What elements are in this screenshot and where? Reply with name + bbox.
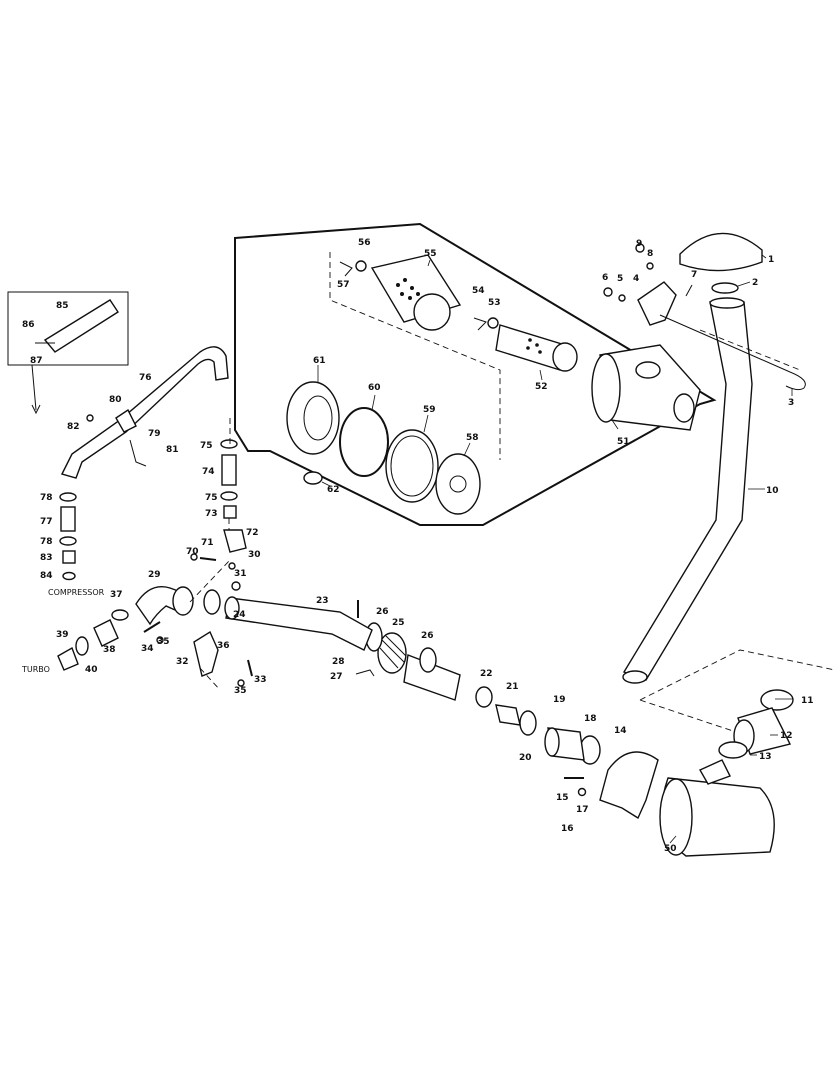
callout-32: 32 [176, 657, 189, 667]
callout-5: 5 [617, 274, 623, 284]
callout-77: 77 [40, 517, 53, 527]
callout-34: 34 [141, 644, 154, 654]
callout-labels: 1 2 3 4 5 6 7 8 9 10 11 12 13 14 15 16 1… [21, 238, 814, 854]
callout-72: 72 [246, 528, 259, 538]
callout-82: 82 [67, 422, 80, 432]
callout-37: 37 [110, 590, 123, 600]
callout-76: 76 [139, 373, 152, 383]
callout-10: 10 [766, 486, 779, 496]
turbo-label: TURBO [21, 665, 50, 674]
callout-84: 84 [40, 571, 53, 581]
callout-78-a: 78 [40, 493, 53, 503]
detail-inset [7, 291, 129, 415]
callout-73: 73 [205, 509, 218, 519]
callout-2: 2 [752, 278, 758, 288]
callout-18: 18 [584, 714, 597, 724]
callout-61: 61 [313, 356, 326, 366]
callout-14: 14 [614, 726, 627, 736]
callout-54: 54 [472, 286, 485, 296]
callout-35-a: 35 [157, 637, 170, 647]
callout-60: 60 [368, 383, 381, 393]
callout-29: 29 [148, 570, 161, 580]
callout-17: 17 [576, 805, 589, 815]
callout-4: 4 [633, 274, 639, 284]
callout-70: 70 [186, 547, 199, 557]
callout-20: 20 [519, 753, 532, 763]
callout-83: 83 [40, 553, 53, 563]
callout-71: 71 [201, 538, 214, 548]
callout-26-b: 26 [421, 631, 434, 641]
callout-58: 58 [466, 433, 479, 443]
callout-13: 13 [759, 752, 772, 762]
callout-40: 40 [85, 665, 98, 675]
callout-21: 21 [506, 682, 519, 692]
callout-75-b: 75 [205, 493, 218, 503]
callout-12: 12 [780, 731, 793, 741]
callout-28: 28 [332, 657, 345, 667]
callout-56: 56 [358, 238, 371, 248]
callout-16: 16 [561, 824, 574, 834]
callout-1: 1 [768, 255, 774, 265]
callout-11: 11 [801, 696, 814, 706]
callout-62: 62 [327, 485, 340, 495]
callout-81: 81 [166, 445, 179, 455]
callout-38: 38 [103, 645, 116, 655]
intake-tube-assembly [603, 232, 806, 684]
callout-86: 86 [22, 320, 35, 330]
callout-33: 33 [254, 675, 267, 685]
callout-87: 87 [30, 356, 43, 366]
callout-80: 80 [109, 395, 122, 405]
hose-run [203, 589, 601, 765]
callout-75-a: 75 [200, 441, 213, 451]
callout-22: 22 [480, 669, 493, 679]
compressor-label: COMPRESSOR [48, 588, 105, 597]
callout-35-b: 35 [234, 686, 247, 696]
callout-9: 9 [636, 239, 642, 249]
callout-74: 74 [202, 467, 215, 477]
leader-lines [317, 254, 793, 844]
callout-39: 39 [56, 630, 69, 640]
callout-79: 79 [148, 429, 161, 439]
callout-6: 6 [602, 273, 608, 283]
callout-25: 25 [392, 618, 405, 628]
callout-8: 8 [647, 249, 653, 259]
callout-27: 27 [330, 672, 343, 682]
callout-78-b: 78 [40, 537, 53, 547]
callout-57: 57 [337, 280, 350, 290]
callout-7: 7 [691, 270, 697, 280]
callout-51: 51 [617, 437, 630, 447]
callout-19: 19 [553, 695, 566, 705]
air-cleaner-assembly [564, 649, 835, 857]
callout-36: 36 [217, 641, 230, 651]
callout-59: 59 [423, 405, 436, 415]
compressor-line [57, 346, 253, 691]
callout-52: 52 [535, 382, 548, 392]
callout-50: 50 [664, 844, 677, 854]
callout-55: 55 [424, 249, 437, 259]
callout-15: 15 [556, 793, 569, 803]
callout-3: 3 [788, 398, 794, 408]
callout-53: 53 [488, 298, 501, 308]
callout-24: 24 [233, 610, 246, 620]
callout-30: 30 [248, 550, 261, 560]
callout-31: 31 [234, 569, 247, 579]
callout-23: 23 [316, 596, 329, 606]
callout-26-a: 26 [376, 607, 389, 617]
callout-85: 85 [56, 301, 69, 311]
filter-detail-frame [234, 222, 717, 526]
